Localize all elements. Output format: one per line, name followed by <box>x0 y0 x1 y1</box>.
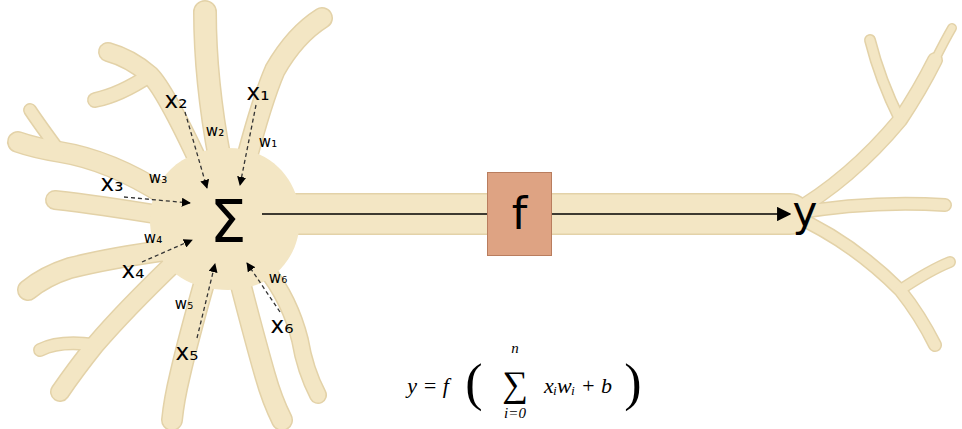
cell-body <box>150 148 300 290</box>
function-box: f <box>487 172 552 256</box>
formula-part: y = f <box>407 375 449 397</box>
input-name: x₅ <box>176 341 199 364</box>
output-name: y <box>793 191 818 233</box>
input-name: x₂ <box>165 89 188 112</box>
formula-part: xᵢwᵢ + b <box>544 375 612 397</box>
weight-name: w₆ <box>269 271 287 286</box>
weight-name: w₂ <box>206 124 224 139</box>
dendrite-outline <box>18 12 952 420</box>
weight-name: w₄ <box>144 231 162 246</box>
input-name: x₃ <box>101 172 124 195</box>
input-name: x₄ <box>122 259 145 282</box>
weight-name: w₅ <box>175 297 193 312</box>
input-name: x₁ <box>247 81 270 104</box>
weight-name: w₁ <box>259 135 277 150</box>
formula-part: ) <box>624 357 641 409</box>
input-name: x₆ <box>271 314 294 337</box>
formula-part: ( <box>465 357 482 409</box>
formula-limit: n <box>511 341 519 356</box>
formula-part: ∑ <box>502 366 528 402</box>
dendrite <box>18 12 952 420</box>
sum-symbol: Σ <box>210 193 247 251</box>
weight-name: w₃ <box>149 171 167 186</box>
formula-limit: i=0 <box>504 406 526 421</box>
input-arrow <box>124 105 280 338</box>
function-name: f <box>512 192 528 236</box>
